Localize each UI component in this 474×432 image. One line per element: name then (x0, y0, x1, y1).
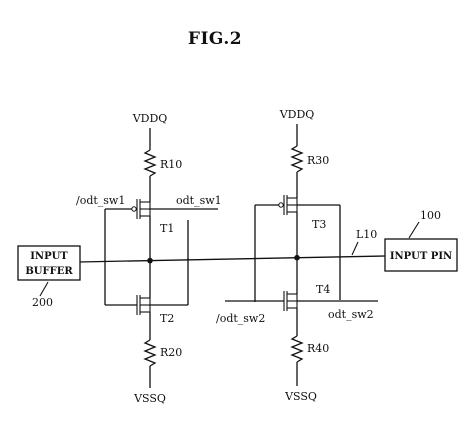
resistor-r40 (290, 335, 304, 363)
input-pin-leader (408, 221, 420, 239)
input-buffer-label-1: INPUT (30, 251, 68, 262)
odt-sw2-bar-label: /odt_sw2 (216, 312, 265, 325)
input-pin-block (384, 238, 458, 272)
right-junction (294, 254, 300, 261)
input-buffer-ref: 200 (32, 296, 53, 309)
odt-sw1-bar-label: /odt_sw1 (76, 194, 125, 207)
odt-sw2-label: odt_sw2 (328, 308, 374, 321)
r40-label: R40 (307, 342, 329, 355)
r30-label: R30 (307, 154, 329, 167)
odt-sw1-label: odt_sw1 (176, 194, 222, 207)
transistor-t4 (283, 291, 298, 311)
left-junction (147, 257, 153, 264)
input-buffer-leader (39, 281, 49, 297)
resistor-r10 (143, 149, 157, 177)
vddq-right-label: VDDQ (279, 108, 315, 121)
vssq-left-label: VSSQ (133, 392, 166, 405)
transistor-t3 (278, 195, 298, 215)
input-pin-label: INPUT PIN (390, 251, 452, 262)
input-buffer-label-2: BUFFER (25, 266, 73, 277)
vssq-right-label: VSSQ (284, 390, 317, 403)
l10-label: L10 (356, 228, 377, 241)
transistor-t1 (131, 199, 151, 219)
transistor-t2 (136, 295, 151, 315)
figure-title: FIG.2 (188, 29, 242, 49)
t2-label: T2 (160, 312, 174, 325)
signal-line-l10 (77, 255, 386, 263)
input-buffer-block (17, 245, 81, 281)
resistor-r30 (290, 145, 304, 173)
l10-leader (351, 241, 359, 256)
r10-label: R10 (160, 158, 182, 171)
resistor-r20 (143, 339, 157, 367)
r20-label: R20 (160, 346, 182, 359)
t4-label: T4 (316, 283, 330, 296)
t1-label: T1 (160, 222, 174, 235)
input-pin-ref: 100 (420, 209, 441, 222)
t3-label: T3 (312, 218, 326, 231)
vddq-left-label: VDDQ (132, 112, 168, 125)
